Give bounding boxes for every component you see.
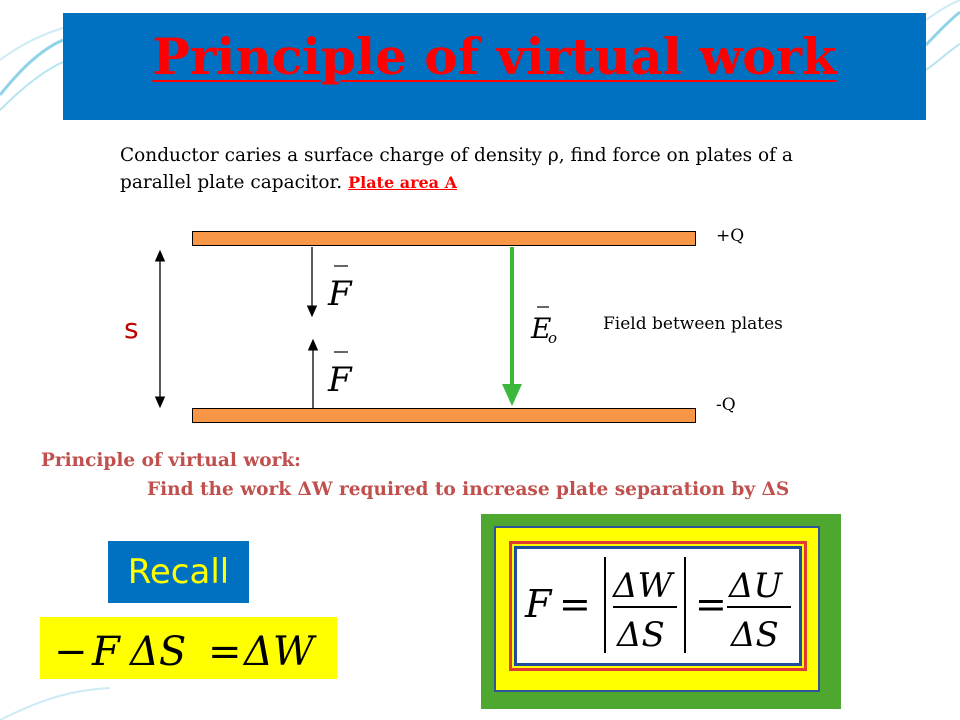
eq-main-num-2: ΔU bbox=[727, 566, 784, 606]
eq-main-den-2: ΔS bbox=[729, 615, 779, 655]
eq-left-equals: = bbox=[208, 629, 242, 675]
equation-main: F = ΔW ΔS = ΔU ΔS bbox=[524, 557, 791, 655]
eq-main-equals-1: = bbox=[559, 582, 591, 626]
eq-left-dS: ΔS bbox=[128, 629, 186, 675]
equation-left: − F ΔS = ΔW bbox=[54, 629, 317, 675]
top-plate bbox=[192, 231, 696, 246]
field-subscript: o bbox=[548, 329, 557, 347]
eq-left-F: F bbox=[91, 629, 121, 675]
recall-text: Recall bbox=[127, 552, 230, 592]
problem-line-2: parallel plate capacitor. Plate area A bbox=[120, 169, 880, 196]
principle-heading: Principle of virtual work: bbox=[41, 450, 301, 471]
eq-main-den-1: ΔS bbox=[615, 615, 665, 655]
principle-body: Find the work ΔW required to increase pl… bbox=[147, 479, 790, 500]
equation-left-box: − F ΔS = ΔW bbox=[40, 617, 337, 679]
problem-line-1: Conductor caries a surface charge of den… bbox=[120, 145, 793, 166]
force-symbol-top: F bbox=[327, 274, 353, 314]
field-label: Field between plates bbox=[603, 314, 783, 334]
eq-left-dW: ΔW bbox=[242, 629, 317, 675]
eq-left-minus: − bbox=[54, 629, 88, 675]
title-bar: Principle of virtual work bbox=[63, 13, 926, 120]
recall-box: Recall bbox=[108, 541, 249, 603]
page-title: Principle of virtual work bbox=[152, 27, 837, 86]
force-symbol-bottom: F bbox=[327, 360, 353, 400]
plate-area-label: Plate area A bbox=[348, 173, 458, 192]
separation-label: s bbox=[124, 312, 139, 345]
eq-main-F: F bbox=[524, 582, 553, 626]
bottom-plate bbox=[192, 408, 696, 423]
problem-statement: Conductor caries a surface charge of den… bbox=[120, 142, 880, 196]
equation-frame-inner: F = ΔW ΔS = ΔU ΔS bbox=[514, 546, 802, 666]
bottom-charge-label: -Q bbox=[716, 395, 736, 415]
field-symbol: E bbox=[530, 312, 551, 345]
problem-line-2-text: parallel plate capacitor. bbox=[120, 172, 343, 193]
eq-main-equals-2: = bbox=[695, 582, 727, 626]
eq-main-num-1: ΔW bbox=[611, 566, 676, 606]
top-charge-label: +Q bbox=[716, 226, 745, 246]
